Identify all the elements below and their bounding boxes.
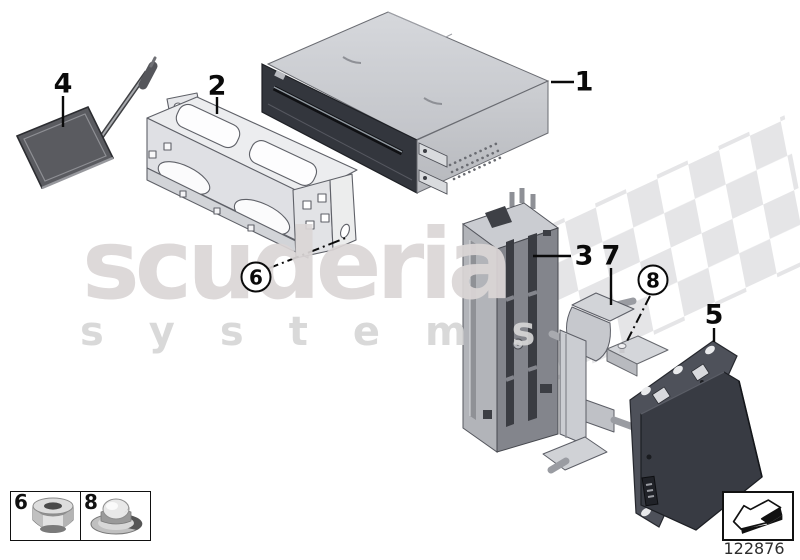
callout-6-circle[interactable]: 6 (240, 261, 272, 293)
callout-7[interactable]: 7 (601, 240, 621, 272)
flange-nut-icon (90, 498, 143, 535)
callout-5[interactable]: 5 (704, 299, 724, 331)
leader-lines (61, 80, 716, 344)
legend-cell-6: 6 (11, 492, 80, 540)
callout-4[interactable]: 4 (53, 68, 73, 100)
part-2-mounting-frame (146, 92, 358, 259)
direction-arrow-icon (732, 499, 783, 534)
hex-nut-icon (32, 497, 74, 533)
part-1-cd-changer (261, 11, 550, 195)
callout-2[interactable]: 2 (207, 70, 227, 102)
diagram-number: 122876 (723, 539, 785, 558)
part-7-holder-bracket (542, 292, 640, 474)
direction-arrow-box (722, 491, 794, 541)
legend-number-6: 6 (14, 490, 28, 514)
callout-6-number: 6 (249, 265, 263, 289)
watermark-sub-text: systems (80, 309, 581, 355)
fastener-legend: 6 8 (10, 491, 151, 541)
callout-3[interactable]: 3 (574, 240, 594, 272)
callout-8-number: 8 (646, 268, 660, 292)
callout-1[interactable]: 1 (574, 66, 594, 98)
part-8-angle-bracket (606, 335, 669, 377)
part-4-cover-panel (15, 56, 158, 190)
callout-8-circle[interactable]: 8 (637, 264, 669, 296)
legend-cell-8: 8 (80, 492, 150, 540)
legend-number-8: 8 (84, 490, 98, 514)
watermark-brand-text: scuderia (82, 208, 513, 321)
part-5-module (629, 340, 763, 531)
part-3-changer-vertical (461, 188, 560, 453)
